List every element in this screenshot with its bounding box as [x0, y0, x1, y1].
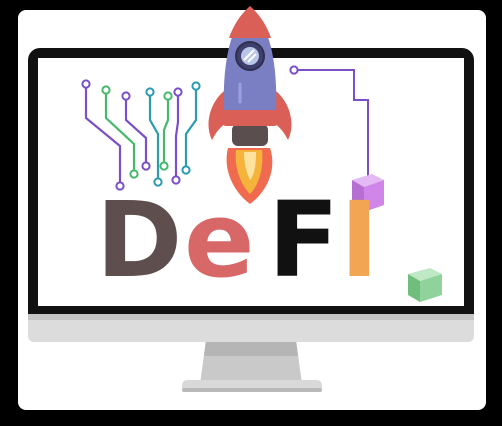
logo-letter-d: D: [96, 179, 182, 301]
rocket-icon: [208, 6, 292, 204]
connector-line: [289, 65, 369, 178]
monitor-stand: [182, 340, 322, 392]
logo-letter-e: e: [184, 179, 255, 301]
logo-letter-i: I: [340, 179, 379, 301]
monitor-chin: [28, 314, 474, 342]
block-cube-icon: [408, 268, 442, 302]
circuit-lines-icon: [81, 79, 201, 191]
block-cube-icon: [352, 174, 384, 212]
defi-logo: D e F I: [96, 179, 379, 301]
logo-letter-f: F: [268, 179, 339, 301]
